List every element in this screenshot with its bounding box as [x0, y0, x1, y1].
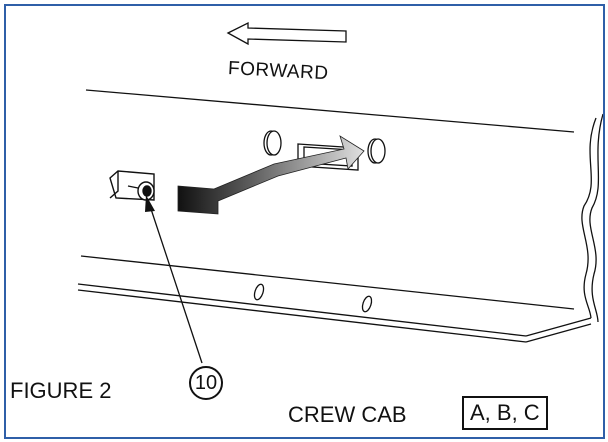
- clip-part-icon: [109, 170, 155, 201]
- forward-arrow-icon: [226, 21, 347, 46]
- installation-drawing: [77, 21, 603, 364]
- mounting-holes: [253, 130, 386, 313]
- model-applicability-box: A, B, C: [462, 396, 548, 430]
- part-callout-number: 10: [189, 366, 223, 400]
- figure-label: FIGURE 2: [10, 378, 112, 403]
- install-arrow-icon: [177, 135, 365, 215]
- figure-frame: FORWARD FIGURE 2 10 CREW CAB A, B, C: [4, 4, 605, 439]
- panel-lines: [77, 89, 603, 343]
- leader-line: [145, 195, 203, 364]
- crew-cab-label: CREW CAB: [288, 402, 407, 427]
